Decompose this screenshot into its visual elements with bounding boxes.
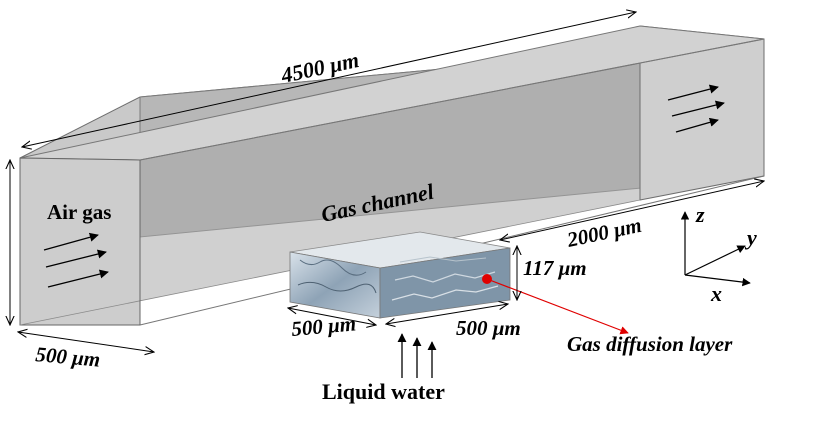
coordinate-axes: z y x: [680, 202, 757, 306]
gdl-pointer-arrow: [486, 278, 629, 335]
inlet-arrow-3: [47, 269, 109, 288]
axis-z-label: z: [695, 202, 705, 227]
inlet-arrow-1: [43, 232, 99, 251]
gdl-length-dimension: [500, 181, 764, 240]
outlet-arrow-2: [671, 100, 725, 117]
liquid-water-label: Liquid water: [322, 379, 445, 404]
axis-y-label: y: [744, 225, 757, 250]
width-dimension: [18, 332, 154, 352]
channel-near-end: [19, 157, 141, 326]
gdl-block: [289, 231, 511, 319]
gdl-width-x-label: 500 μm: [290, 311, 357, 341]
outlet-arrow-3: [675, 117, 719, 133]
air-gas-label: Air gas: [47, 200, 111, 224]
length-dimension: [22, 12, 636, 147]
gdl-width-x-dimension: [288, 308, 376, 325]
inlet-arrow-2: [45, 249, 107, 268]
outlet-arrow-1: [667, 84, 719, 101]
axis-x-label: x: [710, 281, 722, 306]
gdl-height-label: 117 μm: [523, 256, 587, 280]
gdl-length-label: 2000 μm: [564, 213, 644, 252]
gdl-width-y-dimension: [386, 304, 508, 324]
gdl-width-y-label: 500 μm: [456, 316, 521, 340]
gdl-label: Gas diffusion layer: [567, 332, 733, 356]
width-label: 500 μm: [35, 342, 102, 372]
